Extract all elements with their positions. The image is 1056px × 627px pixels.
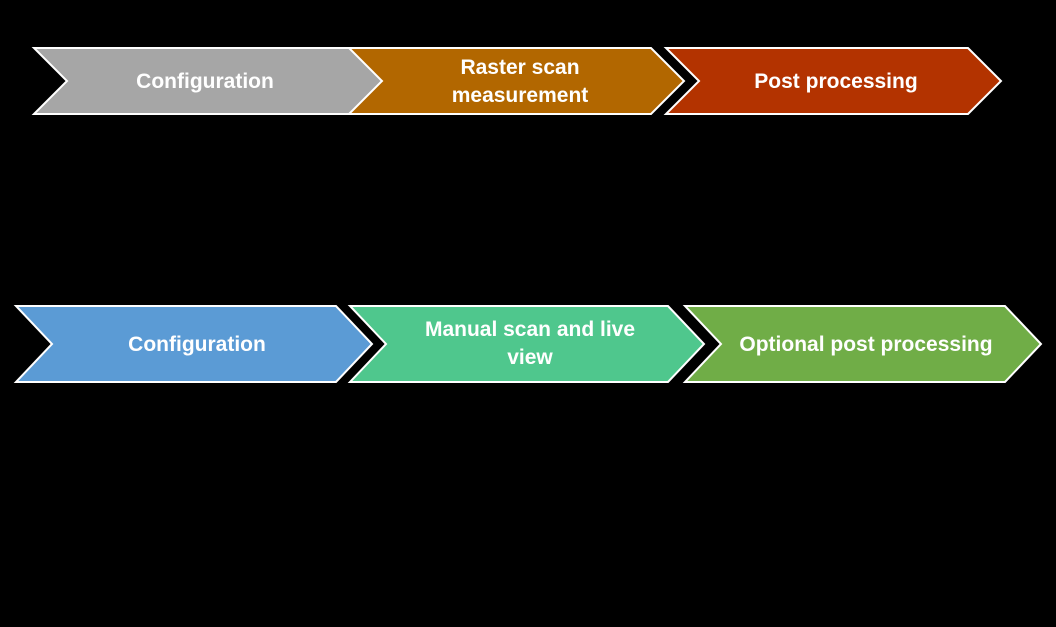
step-post-processing: Post processing: [663, 47, 1003, 115]
step-label: Raster scan: [460, 56, 579, 79]
workflow-row-1: Configuration Raster scan measurement Po…: [31, 47, 1003, 115]
step-configuration-1: Configuration: [31, 47, 401, 115]
step-label: Manual scan and live: [425, 318, 635, 341]
step-label: view: [507, 346, 553, 369]
chevron-shape: [682, 305, 1043, 383]
step-label: Configuration: [136, 70, 274, 93]
step-label: Post processing: [754, 70, 917, 93]
chevron-shape: [13, 305, 374, 383]
step-label: Configuration: [128, 333, 266, 356]
step-manual-scan-live-view: Manual scan and live view: [347, 305, 706, 383]
step-optional-post-processing: Optional post processing: [682, 305, 1043, 383]
chevron-shape: [346, 47, 686, 115]
chevron-shape: [663, 47, 1003, 115]
step-configuration-2: Configuration: [13, 305, 374, 383]
workflow-row-2: Configuration Manual scan and live view …: [13, 305, 1043, 383]
step-raster-scan-measurement: Raster scan measurement: [346, 47, 686, 115]
chevron-shape: [347, 305, 706, 383]
step-label: measurement: [452, 84, 589, 107]
step-label: Optional post processing: [739, 333, 992, 356]
